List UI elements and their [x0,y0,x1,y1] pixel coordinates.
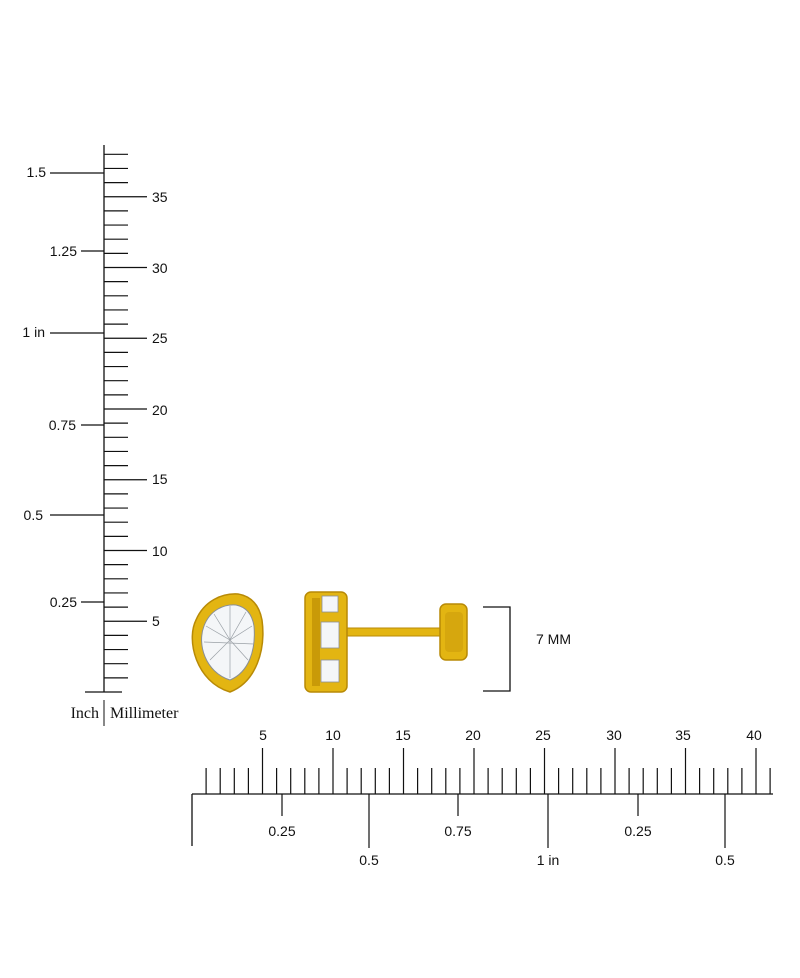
vertical-inch-label-1-in: 1 in [22,324,45,340]
horizontal-inch-label-0-5-b: 0.5 [715,852,735,868]
post [345,627,441,637]
horizontal-inch-ticks [281,794,726,848]
vertical-ruler: 1.5 1.25 1 in 0.75 0.5 0.25 35 30 25 20 … [22,145,179,726]
stone-window-mid [320,621,340,649]
horizontal-mm-label-10: 10 [325,727,341,743]
horizontal-mm-label-30: 30 [606,727,622,743]
vertical-mm-label-30: 30 [152,260,168,276]
earring-front-view [191,593,264,693]
screw-back-face [445,612,463,652]
horizontal-mm-label-25: 25 [535,727,551,743]
horizontal-inch-label-1-in: 1 in [537,852,560,868]
horizontal-mm-ticks [205,748,771,794]
bezel-inner-shadow [312,598,320,686]
horizontal-inch-label-0-5-a: 0.5 [359,852,379,868]
stone-window-top [321,595,339,613]
vertical-inch-label-1-5: 1.5 [27,164,47,180]
horizontal-inch-label-0-25-b: 0.25 [624,823,651,839]
dimension-label: 7 MM [536,631,571,647]
vertical-mm-label-10: 10 [152,543,168,559]
vertical-inch-label-0-25: 0.25 [50,594,77,610]
vertical-mm-label-25: 25 [152,330,168,346]
height-dimension: 7 MM [483,606,571,692]
horizontal-mm-label-40: 40 [746,727,762,743]
vertical-inch-ticks [50,172,104,603]
vertical-inch-label-1-25: 1.25 [50,243,77,259]
vertical-mm-label-5: 5 [152,613,160,629]
horizontal-mm-label-20: 20 [465,727,481,743]
vertical-mm-label-35: 35 [152,189,168,205]
earring-side-view [304,591,468,693]
vertical-inch-label-0-75: 0.75 [49,417,76,433]
dimension-bracket [483,606,511,692]
horizontal-inch-label-0-25-a: 0.25 [268,823,295,839]
vertical-inch-label-0-5: 0.5 [24,507,44,523]
stone-window-bottom [320,659,340,683]
vertical-mm-label-15: 15 [152,471,168,487]
inch-caption: Inch [71,705,99,722]
vertical-mm-label-20: 20 [152,402,168,418]
horizontal-inch-label-0-75: 0.75 [444,823,471,839]
horizontal-mm-label-5: 5 [259,727,267,743]
horizontal-mm-label-35: 35 [675,727,691,743]
horizontal-ruler: 5 10 15 20 25 30 35 40 0.25 0.5 0.75 1 i… [191,727,773,868]
stone-facets [203,606,255,678]
millimeter-caption: Millimeter [110,705,179,722]
horizontal-mm-label-15: 15 [395,727,411,743]
vertical-mm-ticks [104,153,147,679]
